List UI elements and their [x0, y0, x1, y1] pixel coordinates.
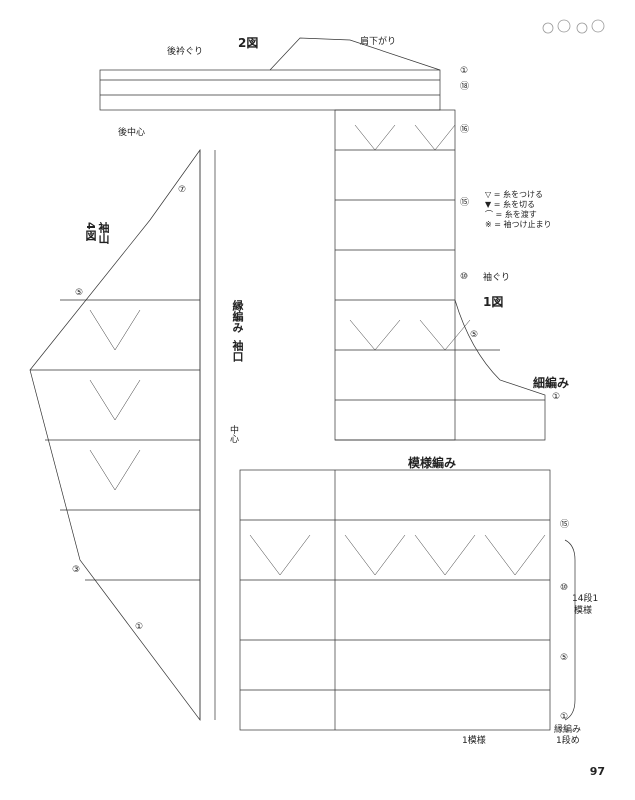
center-label: 中心	[228, 425, 238, 443]
armhole-label: 袖ぐり	[483, 273, 511, 283]
lower-body-chart	[239, 469, 551, 731]
front-body-chart	[334, 109, 546, 441]
symbol-legend: ▽ = 糸をつける ▼ = 糸を切る ⌒ = 糸を渡す ※ = 袖つけ止まり	[485, 190, 552, 230]
page-number: 97	[589, 765, 605, 778]
row-marker: ⑮	[560, 520, 570, 530]
row-marker: ①	[460, 66, 469, 76]
sleeve-cap-label: 袖山	[97, 222, 110, 244]
row-marker: ⑮	[460, 198, 470, 208]
rows-repeat-label-1: 14段1	[572, 594, 599, 604]
cuff-edging-label: 縁編み	[231, 300, 244, 333]
row-marker: ⑯	[460, 125, 470, 135]
floral-ornament-icon	[542, 19, 605, 34]
legend-row: ※ = 袖つけ止まり	[485, 220, 552, 229]
shoulder-slope-label: 肩下がり	[360, 37, 397, 47]
row-marker: ⑱	[460, 82, 470, 92]
legend-row: ▽ = 糸をつける	[485, 190, 543, 199]
back-neckline-label: 後衿ぐり	[167, 47, 204, 57]
fig4-label: 4図	[84, 222, 97, 241]
row-marker: ①	[560, 712, 569, 722]
row-marker: ③	[72, 565, 81, 575]
border-label: 細編み	[533, 376, 570, 390]
bottom-repeat-label: 1模様	[462, 736, 486, 746]
row-marker: ⑩	[560, 583, 569, 593]
fig2-label: 2図	[238, 36, 259, 50]
row-marker: ⑤	[75, 288, 84, 298]
row-marker: ①	[552, 392, 561, 402]
rows-repeat-label-2: 模様	[574, 606, 593, 616]
repeat-bracket	[564, 539, 576, 721]
row-marker: ⑤	[470, 330, 479, 340]
edging-label-2: 1段め	[556, 736, 580, 746]
legend-row: ▼ = 糸を切る	[485, 200, 535, 209]
legend-row: ⌒ = 糸を渡す	[485, 210, 537, 219]
back-yoke-chart	[99, 37, 441, 111]
fig1-label: 1図	[483, 295, 504, 309]
pattern-label: 模様編み	[408, 456, 457, 470]
center-back-label: 後中心	[118, 128, 146, 138]
fan-motifs	[89, 124, 546, 576]
cuff-label: 袖口	[231, 340, 244, 362]
row-marker: ⑦	[178, 185, 187, 195]
sleeve-chart	[29, 148, 216, 722]
row-marker: ⑩	[460, 272, 469, 282]
edging-label-1: 縁編み	[554, 725, 582, 735]
row-marker: ①	[135, 622, 144, 632]
row-marker: ⑤	[560, 653, 569, 663]
